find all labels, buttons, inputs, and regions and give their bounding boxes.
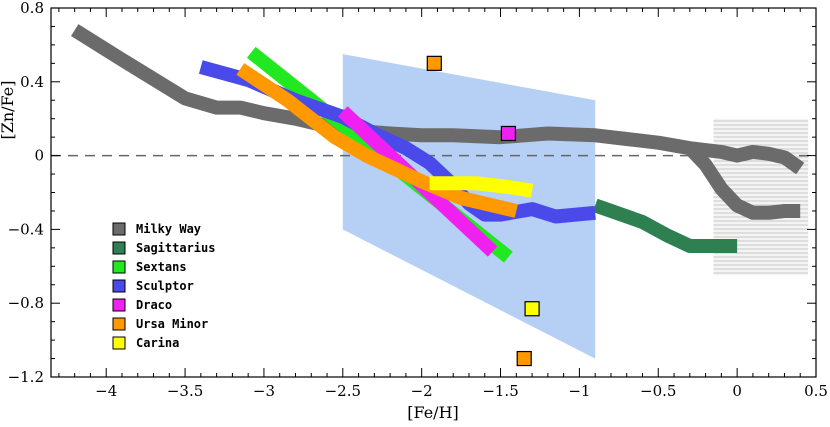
x-tick-label: 0 xyxy=(732,382,742,400)
x-tick-label: −0.5 xyxy=(640,382,676,400)
series-band-ursa-minor xyxy=(236,63,518,218)
y-axis-label: [Zn/Fe] xyxy=(0,81,17,140)
series-bands xyxy=(70,24,805,263)
legend-swatch xyxy=(112,336,126,350)
legend-label: Milky Way xyxy=(136,222,201,236)
x-axis-label: [Fe/H] xyxy=(407,403,459,422)
x-tick-label: −1 xyxy=(568,382,590,400)
series-band-milky-way xyxy=(70,24,805,175)
legend-swatch xyxy=(112,298,126,312)
legend-label: Draco xyxy=(136,298,172,312)
y-axis-ticks: −1.2 −0.8 −0.4 0 0.4 0.8 xyxy=(8,0,816,386)
legend-swatch xyxy=(112,222,126,236)
legend-swatch xyxy=(112,279,126,293)
legend-label: Sagittarius xyxy=(136,241,215,255)
y-tick-label: −1.2 xyxy=(8,368,44,386)
legend-swatch xyxy=(112,317,126,331)
x-tick-label: −4 xyxy=(95,382,117,400)
y-tick-label: −0.4 xyxy=(8,220,44,238)
data-points xyxy=(426,55,540,367)
data-point-0 xyxy=(426,55,442,71)
legend-swatch xyxy=(112,241,126,255)
x-tick-label: −2.5 xyxy=(325,382,361,400)
legend-label: Ursa Minor xyxy=(136,317,208,331)
series-band-sculptor xyxy=(198,60,596,224)
legend-swatch xyxy=(112,260,126,274)
series-band-milky-way-branch xyxy=(684,143,801,220)
legend-label: Carina xyxy=(136,336,179,350)
x-tick-label: −3 xyxy=(253,382,275,400)
series-band-sagittarius xyxy=(592,198,738,253)
legend-label: Sextans xyxy=(136,260,187,274)
legend-label: Sculptor xyxy=(136,279,194,293)
y-tick-label: −0.8 xyxy=(8,294,44,312)
x-tick-label: 0.5 xyxy=(804,382,828,400)
x-tick-label: −1.5 xyxy=(482,382,518,400)
y-tick-label: 0.8 xyxy=(20,0,44,17)
x-tick-label: −3.5 xyxy=(167,382,203,400)
x-axis-ticks: −4 −3.5 −3 −2.5 −2 −1.5 −1 −0.5 0 0.5 xyxy=(58,8,828,400)
data-point-3 xyxy=(524,301,540,317)
legend: Milky WaySagittariusSextansSculptorDraco… xyxy=(112,222,215,350)
data-point-1 xyxy=(516,350,532,367)
data-point-2 xyxy=(500,125,517,142)
y-tick-label: 0.4 xyxy=(20,73,44,91)
y-tick-label: 0 xyxy=(34,147,44,165)
series-band-carina xyxy=(429,176,534,198)
x-tick-label: −2 xyxy=(411,382,433,400)
